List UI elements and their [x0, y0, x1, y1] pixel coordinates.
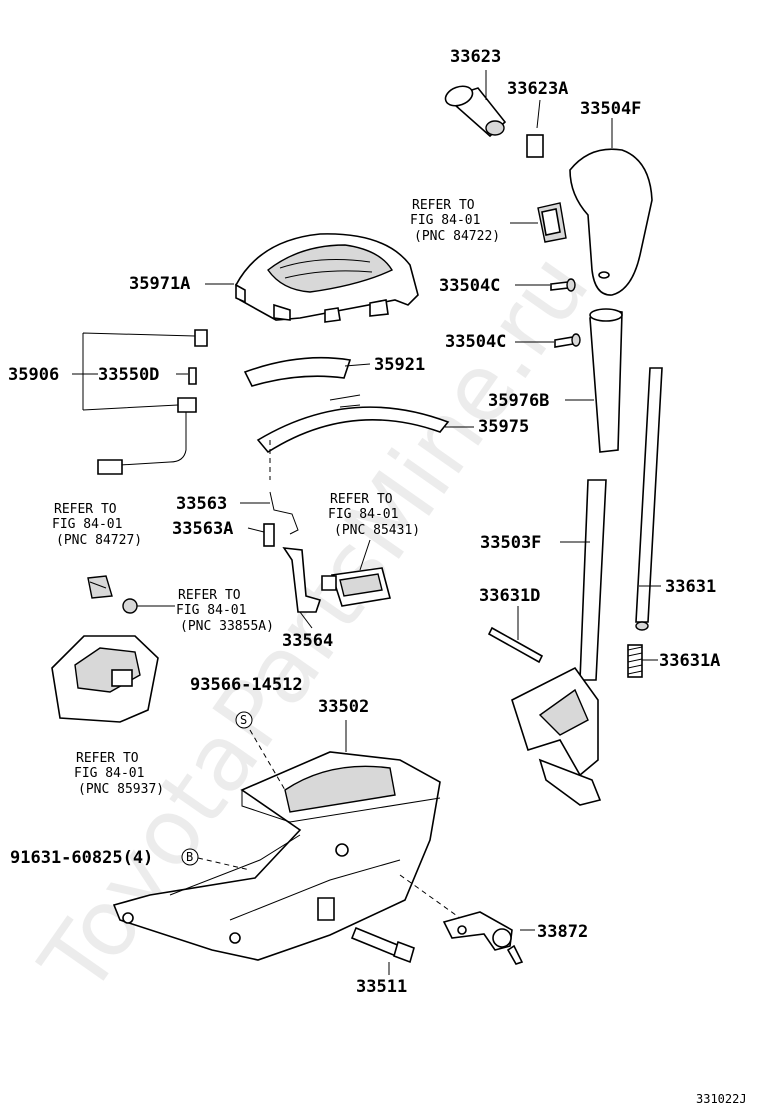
- label-33872[interactable]: 33872: [537, 922, 588, 942]
- part-33503F-drawing[interactable]: [511, 479, 607, 806]
- svg-text:S: S: [240, 713, 247, 727]
- label-33504C-1[interactable]: 33504C: [439, 276, 500, 296]
- svg-text:(PNC 85937): (PNC 85937): [78, 782, 164, 797]
- svg-text:(PNC 33855A): (PNC 33855A): [180, 619, 274, 634]
- label-35921[interactable]: 35921: [374, 355, 425, 375]
- label-33550D[interactable]: 33550D: [98, 365, 159, 385]
- label-33631A[interactable]: 33631A: [659, 651, 720, 671]
- ref-note-85937[interactable]: REFER TO FIG 84-01 (PNC 85937): [74, 751, 164, 797]
- ref-note-85431[interactable]: REFER TO FIG 84-01 (PNC 85431): [328, 492, 420, 538]
- svg-text:REFER TO: REFER TO: [76, 751, 139, 766]
- label-91631-60825[interactable]: 91631-60825(4): [10, 848, 153, 868]
- svg-text:(PNC 85431): (PNC 85431): [334, 523, 420, 538]
- ref-note-84727[interactable]: REFER TO FIG 84-01 (PNC 84727): [52, 502, 142, 548]
- svg-text:B: B: [186, 850, 193, 864]
- part-84727-drawing[interactable]: [87, 575, 113, 599]
- svg-text:REFER TO: REFER TO: [178, 588, 241, 603]
- part-33623A-drawing[interactable]: [526, 134, 544, 158]
- label-33503F[interactable]: 33503F: [480, 533, 541, 553]
- part-85431-drawing[interactable]: [321, 567, 391, 607]
- part-33631D-drawing[interactable]: [487, 626, 544, 664]
- label-33502[interactable]: 33502: [318, 697, 369, 717]
- svg-text:(PNC 84727): (PNC 84727): [56, 533, 142, 548]
- leader-lines: [72, 70, 661, 975]
- svg-text:REFER TO: REFER TO: [330, 492, 393, 507]
- label-33631D[interactable]: 33631D: [479, 586, 540, 606]
- part-35976B-drawing[interactable]: [589, 308, 623, 453]
- label-35971A[interactable]: 35971A: [129, 274, 190, 294]
- part-33511-drawing[interactable]: [350, 926, 415, 964]
- label-33504C-2[interactable]: 33504C: [445, 332, 506, 352]
- svg-text:FIG 84-01: FIG 84-01: [328, 507, 398, 522]
- ref-note-33855A[interactable]: REFER TO FIG 84-01 (PNC 33855A): [176, 588, 274, 634]
- label-35975[interactable]: 35975: [478, 417, 529, 437]
- svg-text:FIG 84-01: FIG 84-01: [176, 603, 246, 618]
- part-33563A-drawing[interactable]: [263, 523, 275, 547]
- label-33563[interactable]: 33563: [176, 494, 227, 514]
- label-93566-14512[interactable]: 93566-14512: [190, 675, 303, 695]
- label-33564[interactable]: 33564: [282, 631, 333, 651]
- svg-text:REFER TO: REFER TO: [54, 502, 117, 517]
- part-33502-drawing[interactable]: [112, 751, 441, 961]
- label-35976B[interactable]: 35976B: [488, 391, 549, 411]
- label-33623A[interactable]: 33623A: [507, 79, 568, 99]
- part-33504C-screw-2[interactable]: [554, 333, 581, 348]
- part-33631-drawing[interactable]: [635, 367, 663, 631]
- part-35971A-drawing[interactable]: [235, 233, 419, 323]
- part-33563-drawing[interactable]: [269, 491, 299, 535]
- svg-text:FIG 84-01: FIG 84-01: [410, 213, 480, 228]
- part-33623-drawing[interactable]: [443, 83, 507, 138]
- part-35975-drawing[interactable]: [256, 394, 450, 454]
- part-33504F-drawing[interactable]: [569, 148, 653, 296]
- part-33504C-screw-1[interactable]: [550, 278, 576, 292]
- symbol-s-circle: S: [235, 711, 253, 729]
- svg-text:(PNC 84722): (PNC 84722): [414, 229, 500, 244]
- part-33855A-drawing[interactable]: [122, 598, 138, 614]
- ref-note-84722[interactable]: REFER TO FIG 84-01 (PNC 84722): [410, 198, 500, 244]
- svg-text:FIG 84-01: FIG 84-01: [52, 517, 122, 532]
- label-33631[interactable]: 33631: [665, 577, 716, 597]
- part-35906-drawing[interactable]: [97, 329, 208, 475]
- label-33623[interactable]: 33623: [450, 47, 501, 67]
- label-35906[interactable]: 35906: [8, 365, 59, 385]
- label-33563A[interactable]: 33563A: [172, 519, 233, 539]
- part-85937-drawing[interactable]: [51, 635, 159, 723]
- label-33504F[interactable]: 33504F: [580, 99, 641, 119]
- part-84722-drawing[interactable]: [537, 202, 567, 243]
- part-33631A-drawing[interactable]: [627, 644, 643, 678]
- svg-text:REFER TO: REFER TO: [412, 198, 475, 213]
- svg-text:FIG 84-01: FIG 84-01: [74, 766, 144, 781]
- part-33564-drawing[interactable]: [282, 547, 322, 613]
- label-33511[interactable]: 33511: [356, 977, 407, 997]
- symbol-b-circle: B: [181, 848, 199, 866]
- figure-code: 331022J: [696, 1092, 747, 1106]
- part-35921-drawing[interactable]: [243, 356, 352, 387]
- part-33872-drawing[interactable]: [442, 911, 524, 965]
